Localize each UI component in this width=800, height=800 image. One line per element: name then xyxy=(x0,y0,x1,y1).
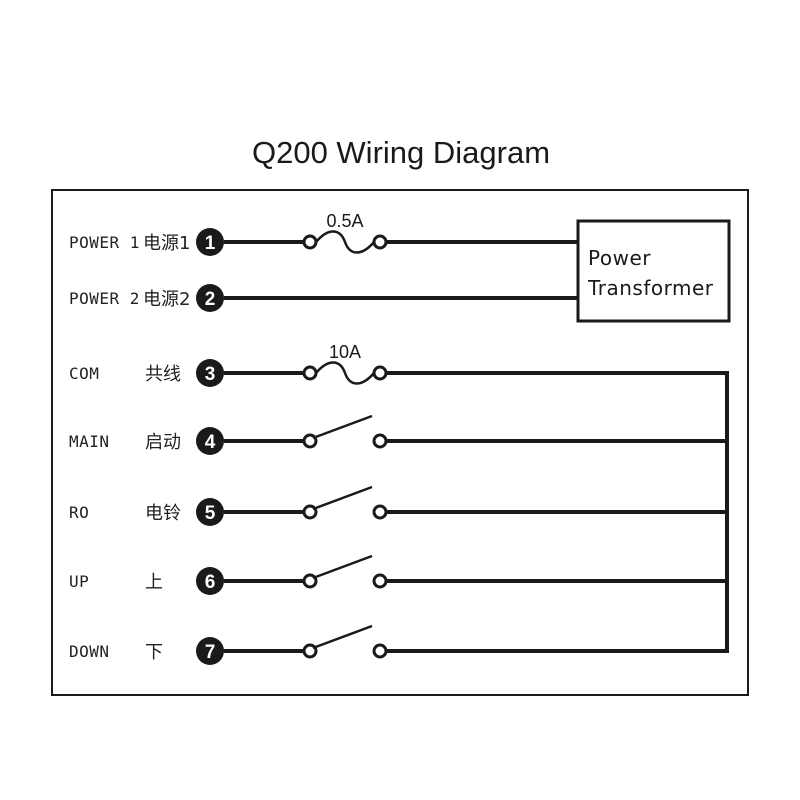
diagram-title: Q200 Wiring Diagram xyxy=(252,135,550,170)
terminal-circle xyxy=(196,498,224,526)
terminal-label-en: COM xyxy=(69,364,99,383)
fuse-symbol xyxy=(315,361,375,385)
terminal-label-cn: 电源2 xyxy=(143,289,190,310)
terminal-row-5: RO 电铃 5 xyxy=(69,485,727,526)
terminal-label-cn: 电源1 xyxy=(143,233,190,254)
terminal-number: 7 xyxy=(205,642,216,663)
terminal-circle xyxy=(196,359,224,387)
fuse-rating: 0.5A xyxy=(326,211,363,231)
diagram-frame xyxy=(51,189,749,696)
terminal-circle xyxy=(196,284,224,312)
switch-blade xyxy=(312,485,373,511)
terminal-label-en: MAIN xyxy=(69,432,110,451)
terminal-label-en: RO xyxy=(69,503,89,522)
terminal-row-7: DOWN 下 7 xyxy=(69,624,727,665)
terminal-number: 4 xyxy=(205,432,216,453)
terminal-label-cn: 共线 xyxy=(145,364,181,385)
terminal-row-6: UP 上 6 xyxy=(69,554,727,595)
power-transformer-box xyxy=(576,219,731,323)
terminal-label-en: POWER 1 xyxy=(69,233,140,252)
terminal-row-4: MAIN 启动 4 xyxy=(69,414,727,455)
terminal-circle xyxy=(196,228,224,256)
fuse-rating: 10A xyxy=(329,342,361,362)
terminal-label-en: UP xyxy=(69,572,89,591)
fuse-symbol xyxy=(315,230,375,254)
contact-right xyxy=(372,365,388,381)
terminal-label-cn: 下 xyxy=(145,642,163,663)
transformer-label-line2: Transformer xyxy=(587,276,714,300)
terminal-number: 3 xyxy=(205,364,216,385)
terminal-label-cn: 上 xyxy=(145,572,163,593)
terminal-circle xyxy=(196,567,224,595)
contact-right xyxy=(372,433,388,449)
switch-blade xyxy=(312,414,373,440)
contact-right xyxy=(372,504,388,520)
terminal-number: 5 xyxy=(205,503,216,524)
switch-blade xyxy=(312,624,373,650)
contact-left xyxy=(302,365,318,381)
switch-blade xyxy=(312,554,373,580)
terminal-circle xyxy=(196,427,224,455)
contact-right xyxy=(372,643,388,659)
contact-right xyxy=(372,573,388,589)
terminal-number: 2 xyxy=(205,289,216,310)
terminal-label-en: POWER 2 xyxy=(69,289,140,308)
terminal-label-en: DOWN xyxy=(69,642,110,661)
terminal-label-cn: 电铃 xyxy=(145,503,181,524)
contact-right xyxy=(372,234,388,250)
transformer-label-line1: Power xyxy=(588,246,651,270)
terminal-row-3: COM 共线 3 10A xyxy=(69,342,727,387)
terminal-number: 6 xyxy=(205,572,216,593)
terminal-circle xyxy=(196,637,224,665)
terminal-label-cn: 启动 xyxy=(145,432,181,453)
terminal-number: 1 xyxy=(205,233,216,254)
contact-left xyxy=(302,234,318,250)
